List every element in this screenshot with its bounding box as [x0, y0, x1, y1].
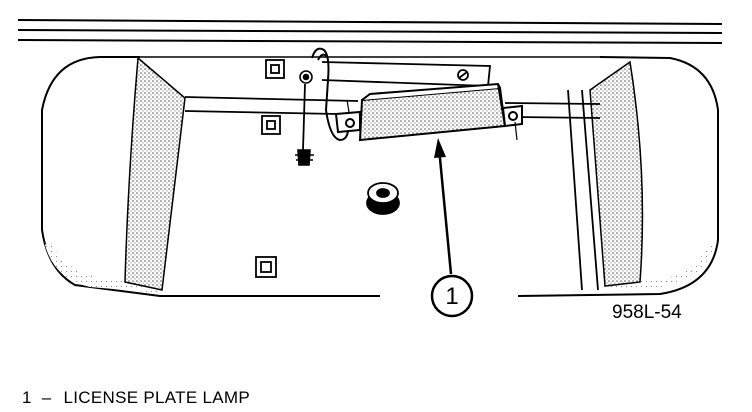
legend-number: 1: [22, 388, 32, 407]
legend-dash: –: [41, 388, 52, 407]
legend-label: LICENSE PLATE LAMP: [63, 388, 251, 407]
lower-edge-shading-right: [610, 245, 714, 290]
rear-fascia-outline: [41, 56, 719, 297]
callout-number: 1: [445, 283, 458, 310]
callout-leader: [434, 138, 453, 275]
legend: 1–LICENSE PLATE LAMP: [22, 388, 250, 408]
upper-bracket: [321, 61, 491, 87]
left-tail-lamp-panel: [124, 56, 186, 291]
trunk-edge-lines: [17, 19, 723, 44]
mounting-hole-squares: [255, 59, 285, 278]
mounting-hole-lower: [255, 256, 277, 278]
callout-1: 1: [430, 274, 474, 318]
wire-harness: [311, 47, 350, 142]
screw-icon: [295, 70, 314, 166]
license-plate-lamp: [334, 82, 523, 142]
mounting-hole-middle: [261, 115, 281, 135]
support-bar: [184, 89, 601, 291]
lower-edge-shading: [45, 240, 160, 293]
grommet-icon: [366, 182, 400, 215]
right-tail-lamp-panel: [589, 60, 644, 287]
mounting-hole-upper: [265, 59, 285, 79]
figure-code: 958L-54: [612, 302, 682, 323]
